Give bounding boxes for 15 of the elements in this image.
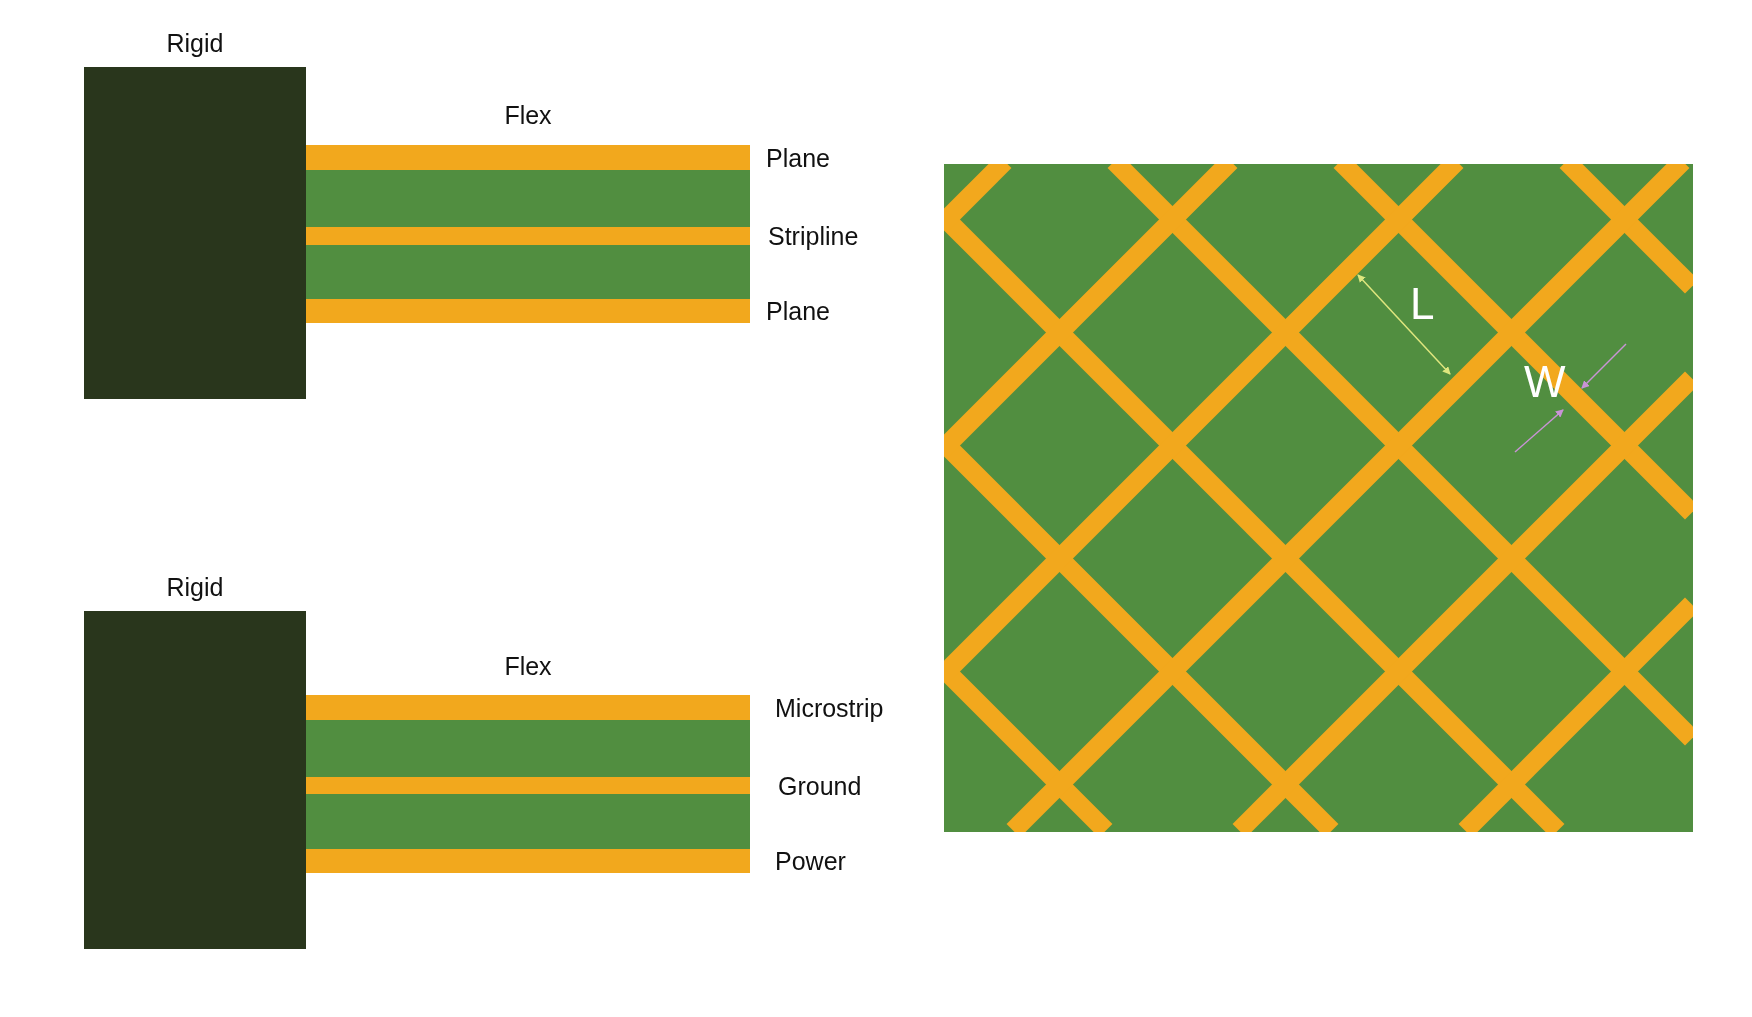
layer-label: Plane	[766, 296, 830, 326]
layer-label: Stripline	[768, 221, 859, 251]
dielectric-layer	[306, 170, 750, 227]
section-label: Rigid	[165, 572, 225, 602]
dimension-label: L	[1410, 280, 1435, 328]
layer-label: Microstrip	[775, 692, 884, 723]
layer-label: Ground	[778, 770, 862, 801]
layer-label: Power	[775, 846, 846, 876]
dielectric-layer	[306, 794, 750, 849]
section-label: Flex	[503, 651, 553, 681]
section-label: Flex	[503, 100, 553, 130]
section-label: Rigid	[165, 28, 225, 58]
layer-label: Plane	[766, 142, 830, 173]
dielectric-layer	[306, 245, 750, 299]
dielectric-layer	[306, 720, 750, 777]
